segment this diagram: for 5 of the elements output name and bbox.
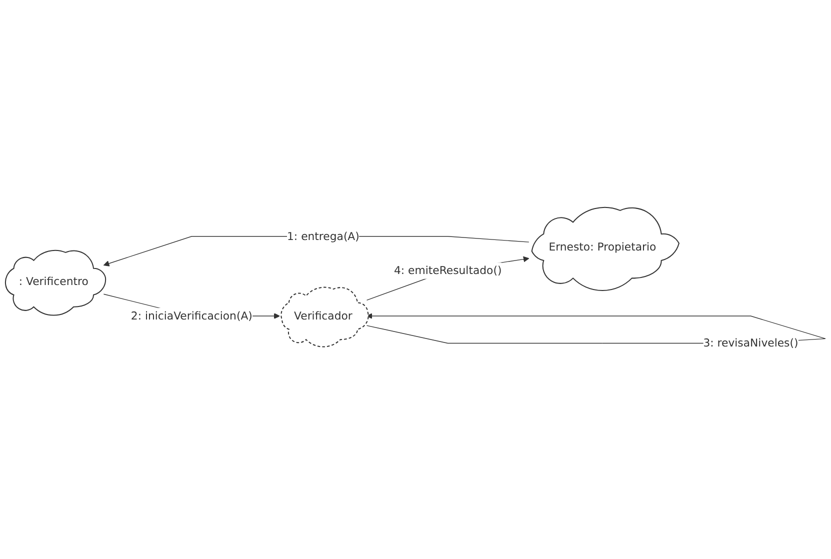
edge-label: 3: revisaNiveles() — [703, 336, 798, 350]
edge-label: 1: entrega(A) — [287, 230, 360, 243]
edge-label: 2: iniciaVerificacion(A) — [130, 309, 252, 322]
arrow — [366, 256, 530, 301]
edge-label: 4: emiteResultado() — [394, 264, 502, 277]
